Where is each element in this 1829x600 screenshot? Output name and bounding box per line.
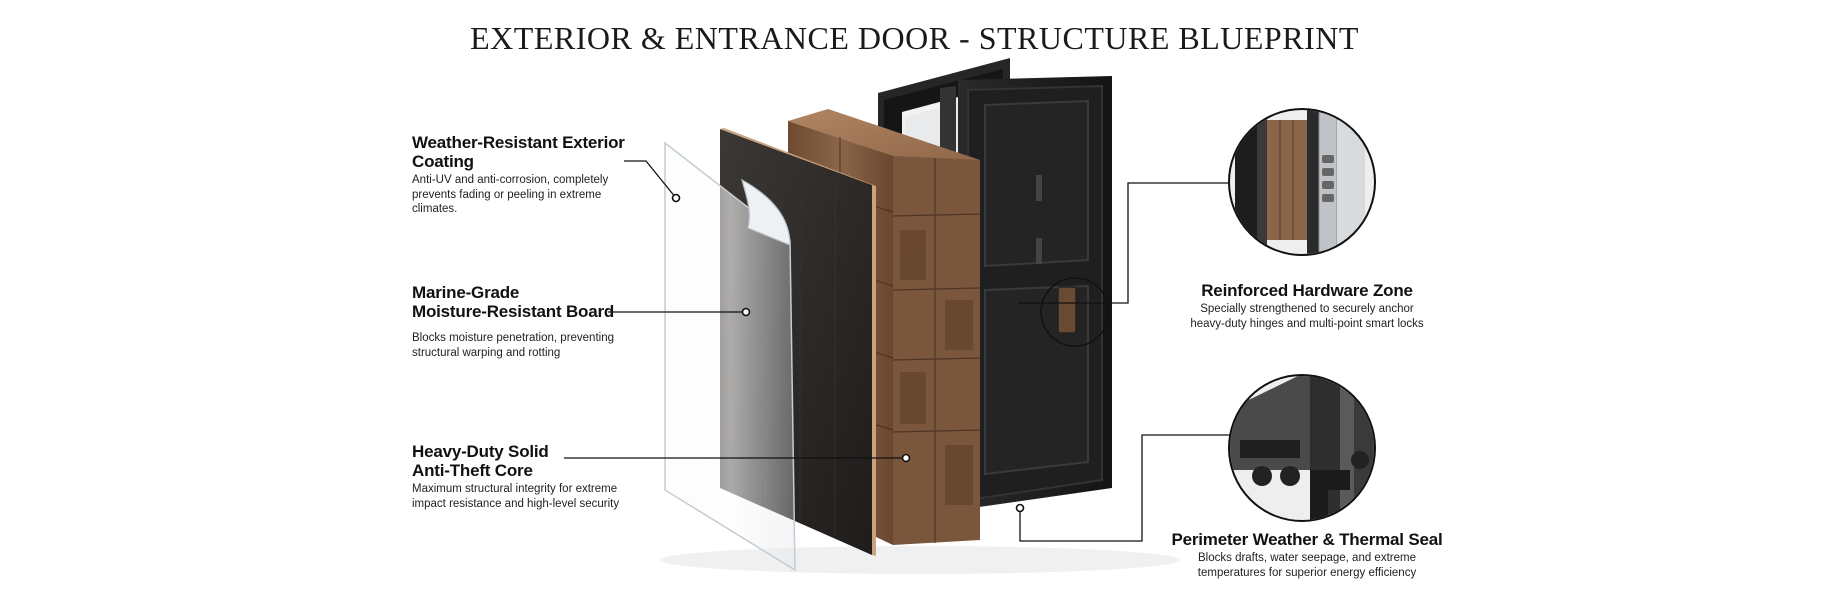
core-heading-line-2: Anti-Theft Core: [412, 461, 533, 480]
hardware-zone-ring: [1040, 277, 1110, 347]
seal-description: Blocks drafts, water seepage, and extrem…: [1162, 551, 1452, 580]
coating-heading: Weather-Resistant Exterior Coating: [412, 133, 625, 171]
core-desc-line-1: Maximum structural integrity for extreme: [412, 483, 618, 495]
hardware-desc-line-1: Specially strengthened to securely ancho…: [1200, 303, 1414, 315]
callout-anti-theft-core: Heavy-Duty Solid Anti-Theft Core Maximum…: [412, 442, 652, 511]
seal-heading: Perimeter Weather & Thermal Seal: [1171, 530, 1443, 549]
callout-exterior-coating: Weather-Resistant Exterior Coating Anti-…: [412, 133, 682, 217]
ground-shadow: [660, 546, 1180, 574]
board-description: Blocks moisture penetration, preventing …: [412, 331, 652, 360]
board-marker: [741, 307, 751, 317]
core-heading-line-1: Heavy-Duty Solid: [412, 442, 549, 461]
core-heading: Heavy-Duty Solid Anti-Theft Core: [412, 442, 652, 480]
steel-door-leaf: [958, 76, 1112, 510]
seal-detail-circle: [1228, 374, 1376, 522]
callout-hardware-zone: Reinforced Hardware Zone Specially stren…: [1172, 281, 1442, 331]
coating-desc-line-2: prevents fading or peeling in extreme: [412, 188, 602, 201]
hardware-detail-circle: [1228, 108, 1376, 256]
board-heading-line-2: Moisture-Resistant Board: [412, 302, 615, 321]
core-desc-line-2: impact resistance and high-level securit…: [412, 497, 620, 510]
seal-desc-line-2: temperatures for superior energy efficie…: [1197, 566, 1417, 579]
coating-description: Anti-UV and anti-corrosion, completely p…: [412, 173, 682, 217]
coating-desc-line-1: Anti-UV and anti-corrosion, completely: [412, 174, 609, 186]
core-marker: [901, 453, 911, 463]
seal-desc-line-1: Blocks drafts, water seepage, and extrem…: [1198, 552, 1416, 564]
hardware-heading: Reinforced Hardware Zone: [1201, 281, 1413, 300]
board-desc-line-1: Blocks moisture penetration, preventing: [412, 332, 614, 344]
callout-perimeter-seal: Perimeter Weather & Thermal Seal Blocks …: [1162, 530, 1452, 580]
seal-marker: [1015, 503, 1025, 513]
diagram-title: EXTERIOR & ENTRANCE DOOR - STRUCTURE BLU…: [470, 20, 1359, 56]
callout-moisture-board: Marine-Grade Moisture-Resistant Board Bl…: [412, 283, 652, 360]
leader-lines: [564, 160, 1232, 542]
coating-marker: [671, 193, 681, 203]
core-description: Maximum structural integrity for extreme…: [412, 482, 652, 511]
board-desc-line-2: structural warping and rotting: [412, 346, 561, 359]
board-heading-line-1: Marine-Grade: [412, 283, 520, 302]
hardware-desc-line-2: heavy-duty hinges and multi-point smart …: [1190, 317, 1424, 330]
hardware-description: Specially strengthened to securely ancho…: [1172, 302, 1442, 331]
exterior-coating-film: [664, 141, 796, 572]
board-heading: Marine-Grade Moisture-Resistant Board: [412, 283, 652, 321]
coating-desc-line-3: climates.: [412, 203, 458, 215]
